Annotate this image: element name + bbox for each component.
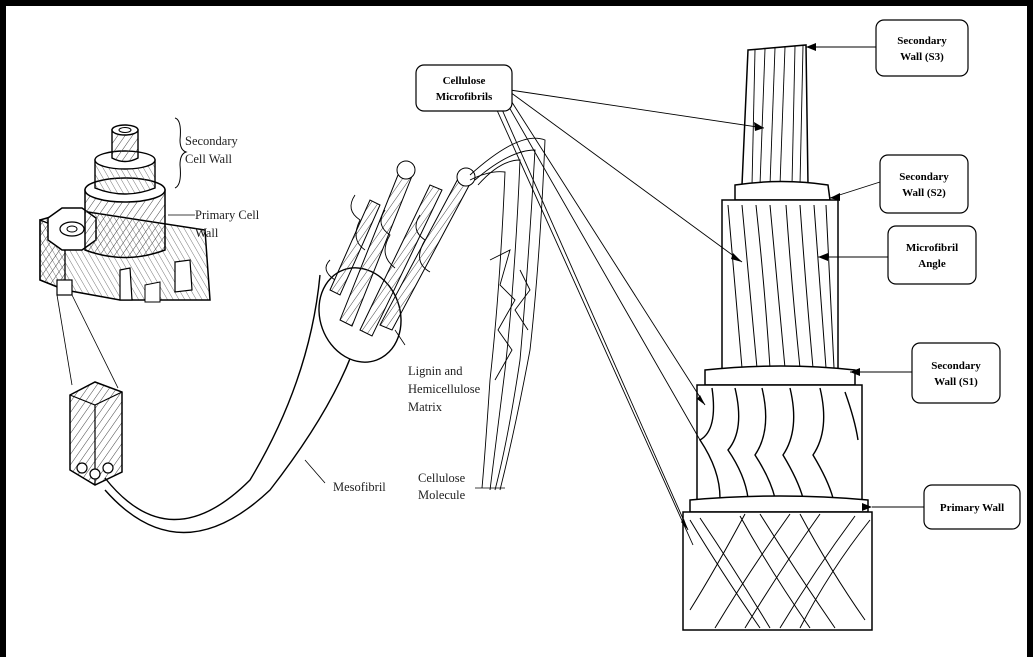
label-cellulose-molecule-2: Molecule bbox=[418, 488, 466, 502]
label-secondary-cell-wall-1: Secondary bbox=[185, 134, 239, 148]
svg-text:Microfibril: Microfibril bbox=[906, 242, 958, 254]
svg-text:Wall (S1): Wall (S1) bbox=[934, 376, 978, 388]
callout-secondary-wall-s2: Secondary Wall (S2) bbox=[880, 155, 968, 213]
label-lignin-1: Lignin and bbox=[408, 364, 463, 378]
callout-secondary-wall-s3: Secondary Wall (S3) bbox=[876, 20, 968, 76]
svg-text:Wall (S3): Wall (S3) bbox=[900, 51, 944, 63]
callout-primary-wall: Primary Wall bbox=[924, 485, 1020, 529]
callout-microfibril-angle: Microfibril Angle bbox=[888, 226, 976, 284]
wood-cell-block-illustration bbox=[40, 118, 545, 533]
cell-wall-layers-illustration bbox=[683, 45, 872, 630]
callout-cellulose-microfibrils: Cellulose Microfibrils bbox=[416, 65, 512, 111]
svg-text:Primary Wall: Primary Wall bbox=[940, 502, 1004, 514]
label-lignin-3: Matrix bbox=[408, 400, 443, 414]
label-lignin-2: Hemicellulose bbox=[408, 382, 481, 396]
svg-text:Secondary: Secondary bbox=[897, 35, 947, 47]
svg-text:Secondary: Secondary bbox=[931, 360, 981, 372]
svg-text:Secondary: Secondary bbox=[899, 171, 949, 183]
label-mesofibril: Mesofibril bbox=[333, 480, 386, 494]
label-secondary-cell-wall-2: Cell Wall bbox=[185, 152, 233, 166]
label-cellulose-molecule-1: Cellulose bbox=[418, 471, 466, 485]
svg-text:Wall (S2): Wall (S2) bbox=[902, 187, 946, 199]
callout-secondary-wall-s1: Secondary Wall (S1) bbox=[912, 343, 1000, 403]
svg-text:Cellulose: Cellulose bbox=[443, 75, 486, 87]
svg-text:Angle: Angle bbox=[918, 258, 946, 270]
svg-text:Microfibrils: Microfibrils bbox=[436, 91, 493, 103]
label-primary-cell-wall-2: Wall bbox=[195, 226, 219, 240]
label-primary-cell-wall-1: Primary Cell bbox=[195, 208, 260, 222]
